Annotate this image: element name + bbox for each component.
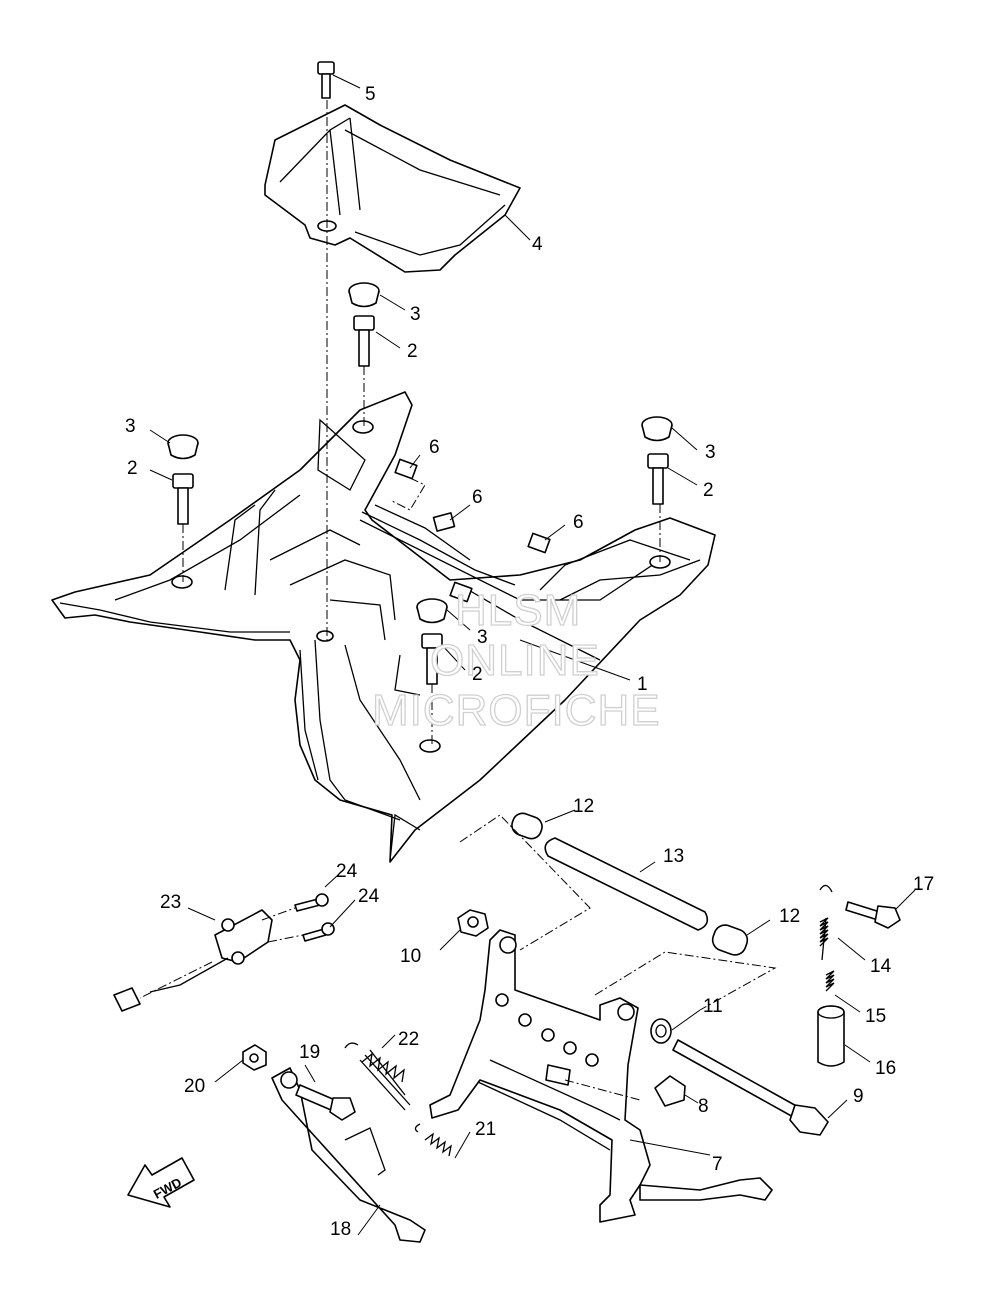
callout-5: 5 [365, 84, 376, 105]
callout-12b: 12 [779, 906, 800, 927]
callout-labels: 5 4 3 2 3 2 3 2 6 6 6 3 2 1 12 13 12 10 … [125, 84, 934, 1240]
part-4-cover [264, 104, 521, 273]
callout-10: 10 [400, 946, 421, 967]
watermark-line-1: HLSM [455, 586, 581, 635]
callout-14: 14 [870, 956, 892, 977]
callout-8: 8 [698, 1096, 709, 1117]
callout-3c: 3 [705, 442, 716, 463]
callout-15: 15 [865, 1006, 886, 1027]
part-7-main-stand [429, 929, 773, 1223]
assembly-lines [139, 100, 777, 1101]
part-6-clips [394, 458, 551, 603]
callout-3b: 3 [125, 416, 136, 437]
leader-lines [149, 74, 916, 1236]
callout-2a: 2 [407, 341, 418, 362]
callout-18: 18 [330, 1219, 351, 1240]
callout-2c: 2 [703, 480, 714, 501]
callout-24b: 24 [358, 886, 380, 907]
part-2-3-bolts-caps [167, 61, 673, 685]
callout-13: 13 [663, 846, 684, 867]
watermark-line-3: MICROFICHE [372, 686, 661, 735]
callout-24a: 24 [336, 861, 358, 882]
callout-21: 21 [475, 1119, 496, 1140]
callout-17: 17 [913, 874, 934, 895]
watermark-line-2: ONLINE [430, 636, 600, 685]
callout-9: 9 [853, 1086, 864, 1107]
callout-4: 4 [532, 234, 543, 255]
fwd-arrow-icon: FWD [127, 1157, 195, 1208]
part-18-side-stand [242, 1044, 426, 1243]
part-1-floor-panel [51, 391, 716, 863]
watermark: HLSM ONLINE MICROFICHE [371, 585, 661, 735]
callout-3a: 3 [410, 304, 421, 325]
callout-19: 19 [299, 1042, 320, 1063]
callout-2b: 2 [127, 458, 138, 479]
callout-6a: 6 [429, 437, 440, 458]
part-23-switch [113, 893, 335, 1012]
callout-2d: 2 [472, 664, 483, 685]
callout-12a: 12 [573, 796, 594, 817]
springs [344, 884, 901, 1157]
callout-11: 11 [703, 996, 723, 1017]
callout-23: 23 [160, 892, 181, 913]
callout-6b: 6 [472, 487, 483, 508]
callout-6c: 6 [573, 512, 584, 533]
callout-16: 16 [875, 1058, 896, 1079]
callout-1: 1 [637, 674, 648, 695]
callout-22: 22 [398, 1029, 419, 1050]
callout-7: 7 [712, 1154, 723, 1175]
stand-hardware [457, 812, 829, 1136]
callout-3d: 3 [477, 627, 488, 648]
callout-20: 20 [184, 1076, 205, 1097]
